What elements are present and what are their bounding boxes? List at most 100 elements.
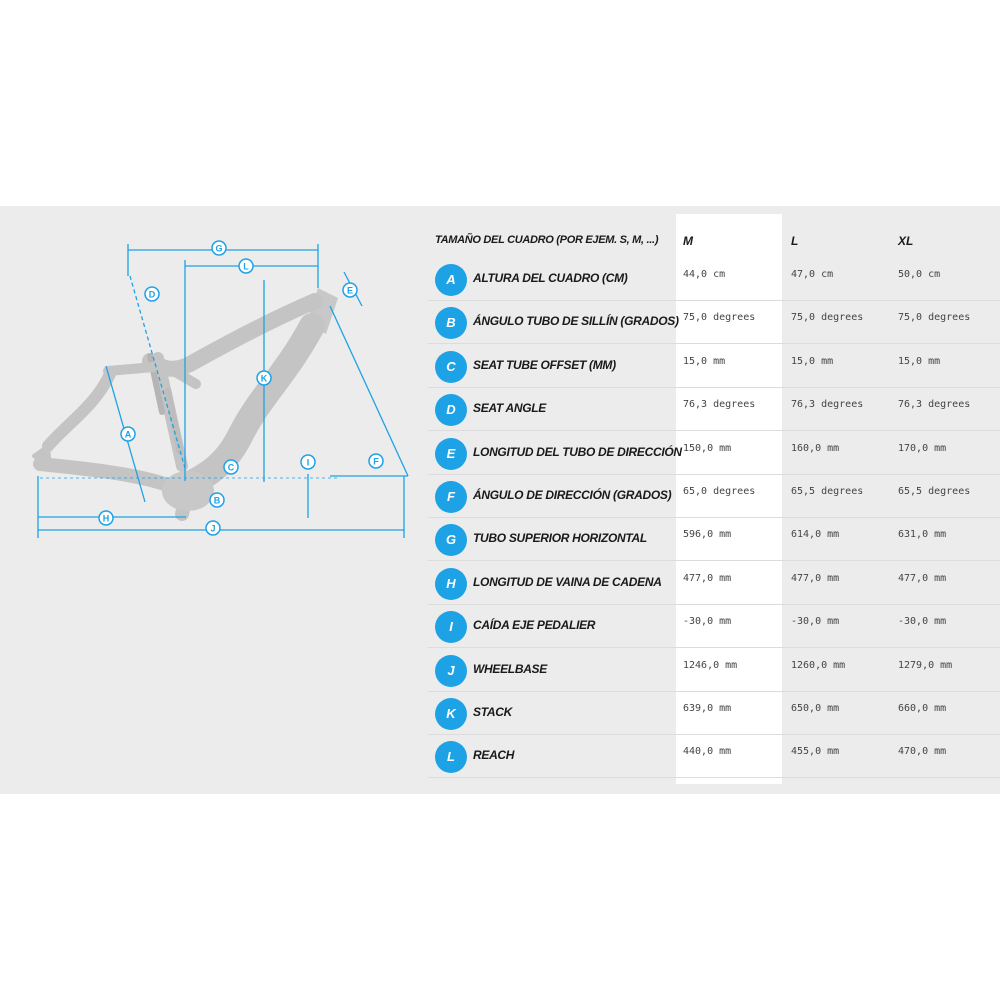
geometry-table: TAMAÑO DEL CUADRO (POR EJEM. S, M, ...) … <box>428 206 1000 794</box>
value-size-xl: 1279,0 mm <box>898 659 953 671</box>
marker-h: H <box>98 510 114 526</box>
value-size-m: 1246,0 mm <box>683 659 738 671</box>
value-size-l: 477,0 mm <box>791 572 840 584</box>
value-size-m: -30,0 mm <box>683 616 732 628</box>
table-row: D SEAT ANGLE 76,3 degrees 76,3 degrees 76,3 … <box>428 388 1000 432</box>
row-label: ÁNGULO TUBO DE SILLÍN (GRADOS) <box>473 314 679 329</box>
value-size-xl: 65,5 degrees <box>898 486 971 497</box>
row-label: SEAT ANGLE <box>473 401 547 416</box>
svg-text:E: E <box>347 286 353 296</box>
svg-text:C: C <box>228 463 235 473</box>
value-size-l: 75,0 degrees <box>791 312 864 324</box>
value-size-m: 477,0 mm <box>683 572 732 584</box>
geometry-panel: G L D E K A C I F B H J TAMAÑO DEL CUADR… <box>0 206 1000 794</box>
table-row: A ALTURA DEL CUADRO (CM) 44,0 cm 47,0 cm 50,… <box>428 258 1000 301</box>
value-size-m: 596,0 mm <box>683 529 732 541</box>
value-size-xl: 50,0 cm <box>898 269 941 280</box>
value-size-l: 15,0 mm <box>791 355 834 367</box>
value-size-l: 160,0 mm <box>791 442 840 454</box>
row-letter-badge: I <box>435 611 467 644</box>
marker-j: J <box>205 520 221 536</box>
value-size-m: 639,0 mm <box>683 703 732 714</box>
row-label: SEAT TUBE OFFSET (MM) <box>473 357 616 372</box>
svg-text:J: J <box>210 524 215 534</box>
table-row: L REACH 440,0 mm 455,0 mm 470,0 mm <box>428 735 1000 779</box>
marker-e: E <box>342 282 358 298</box>
row-label: WHEELBASE <box>473 661 547 676</box>
dimension-markers: G L D E K A C I F B H J <box>98 240 384 536</box>
value-size-xl: 76,3 degrees <box>898 399 971 411</box>
row-letter-badge: K <box>435 698 467 730</box>
frame-size-header: TAMAÑO DEL CUADRO (POR EJEM. S, M, ...) <box>435 234 659 246</box>
value-size-m: 440,0 mm <box>683 746 732 758</box>
value-size-xl: 75,0 degrees <box>898 312 971 324</box>
svg-text:L: L <box>243 262 249 272</box>
marker-a: A <box>120 426 136 442</box>
row-letter-badge: E <box>435 437 467 470</box>
value-size-m: 65,0 degrees <box>683 486 756 497</box>
value-size-l: -30,0 mm <box>791 616 840 628</box>
value-size-xl: 477,0 mm <box>898 572 947 584</box>
value-size-l: 76,3 degrees <box>791 399 864 411</box>
marker-k: K <box>256 370 272 386</box>
row-label: ALTURA DEL CUADRO (CM) <box>473 271 628 285</box>
row-letter-badge: D <box>435 394 467 427</box>
table-row: B ÁNGULO TUBO DE SILLÍN (GRADOS) 75,0 degr… <box>428 301 1000 345</box>
row-label: TUBO SUPERIOR HORIZONTAL <box>473 531 647 546</box>
row-letter-badge: A <box>435 264 467 296</box>
bike-frame <box>32 288 338 521</box>
marker-i: I <box>300 454 316 470</box>
marker-l: L <box>238 258 254 274</box>
value-size-l: 47,0 cm <box>791 269 834 280</box>
row-label: ÁNGULO DE DIRECCIÓN (GRADOS) <box>473 488 672 502</box>
svg-text:F: F <box>373 457 379 467</box>
value-size-l: 650,0 mm <box>791 703 840 714</box>
row-letter-badge: J <box>435 654 467 687</box>
size-m-header: M <box>683 234 693 248</box>
marker-c: C <box>223 459 239 475</box>
svg-text:H: H <box>103 514 110 524</box>
value-size-xl: 631,0 mm <box>898 529 947 541</box>
row-letter-badge: L <box>435 741 467 774</box>
svg-text:B: B <box>214 496 221 506</box>
svg-text:K: K <box>261 374 268 384</box>
value-size-l: 65,5 degrees <box>791 486 864 497</box>
svg-text:I: I <box>307 458 310 468</box>
svg-text:D: D <box>149 290 156 300</box>
frame-geometry-diagram: G L D E K A C I F B H J <box>32 240 409 538</box>
value-size-m: 44,0 cm <box>683 269 726 280</box>
svg-text:A: A <box>125 430 132 440</box>
size-m-column-highlight <box>676 214 782 784</box>
table-header-row: TAMAÑO DEL CUADRO (POR EJEM. S, M, ...) … <box>428 212 1000 264</box>
value-size-m: 76,3 degrees <box>683 399 756 411</box>
marker-f: F <box>368 453 384 469</box>
marker-b: B <box>209 492 225 508</box>
value-size-xl: 170,0 mm <box>898 442 947 454</box>
value-size-l: 614,0 mm <box>791 529 840 541</box>
row-label: LONGITUD DE VAINA DE CADENA <box>473 574 662 589</box>
value-size-l: 455,0 mm <box>791 746 840 758</box>
row-label: REACH <box>473 748 515 763</box>
row-letter-badge: B <box>435 307 467 340</box>
value-size-m: 75,0 degrees <box>683 312 756 324</box>
value-size-xl: 15,0 mm <box>898 355 941 367</box>
value-size-xl: 660,0 mm <box>898 703 947 714</box>
svg-text:G: G <box>215 244 222 254</box>
size-xl-header: XL <box>898 234 914 248</box>
value-size-l: 1260,0 mm <box>791 659 846 671</box>
row-label: STACK <box>473 705 512 719</box>
row-label: CAÍDA EJE PEDALIER <box>473 618 596 633</box>
table-row: J WHEELBASE 1246,0 mm 1260,0 mm 1279,0 mm <box>428 649 1000 692</box>
marker-d: D <box>144 286 160 302</box>
size-l-header: L <box>791 234 799 248</box>
value-size-xl: 470,0 mm <box>898 746 947 758</box>
marker-g: G <box>211 240 227 256</box>
table-row: K STACK 639,0 mm 650,0 mm 660,0 mm <box>428 692 1000 735</box>
value-size-m: 150,0 mm <box>683 442 732 454</box>
